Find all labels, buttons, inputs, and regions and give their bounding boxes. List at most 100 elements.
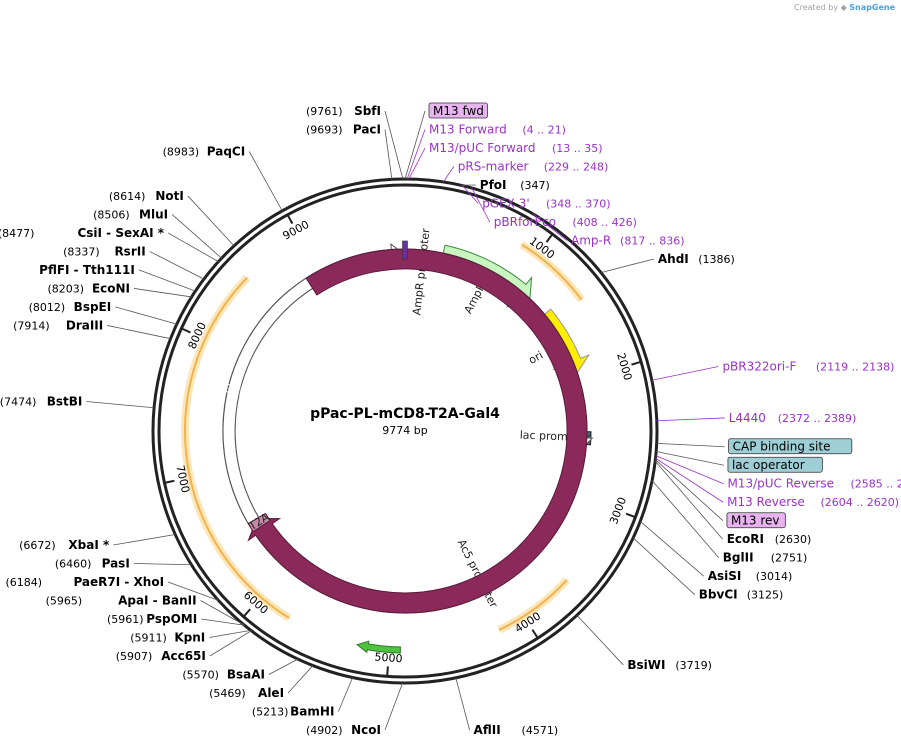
site-bglii: BglII(2751) bbox=[723, 551, 808, 565]
site-leader-prs-marker bbox=[443, 166, 455, 183]
primer-m13-forward: M13 Forward(4 .. 21) bbox=[429, 123, 566, 137]
site-leader-ecori bbox=[654, 460, 724, 540]
site-leader-rsrii bbox=[149, 251, 205, 280]
box-m13-rev: M13 rev bbox=[726, 512, 786, 529]
plasmid-name: pPac-PL-mCD8-T2A-Gal4 bbox=[310, 406, 500, 422]
box-bg bbox=[428, 102, 488, 119]
site-leader-draiii bbox=[107, 325, 171, 340]
site-bsiwi: BsiWI (3719) bbox=[627, 658, 712, 672]
site-paci: PacI(9693) bbox=[306, 123, 381, 137]
site-leader-bsiwi bbox=[576, 614, 624, 666]
site-leader-csii-sexai bbox=[167, 232, 219, 262]
site-name: AflII bbox=[474, 723, 501, 737]
tick-label-6000: 6000 bbox=[241, 589, 271, 617]
site-name: BstBI bbox=[47, 395, 83, 409]
site-leader-pflfi-tth111i bbox=[138, 269, 196, 292]
site-alei: AleI(5469) bbox=[209, 686, 284, 700]
site-name: EcoRI bbox=[727, 532, 764, 546]
site-name: AhdI bbox=[658, 252, 689, 266]
feature-ampr-promoter-label: AmpR promoter bbox=[410, 227, 432, 316]
site-coord: (8337) bbox=[63, 245, 100, 258]
site-bamhi: BamHI(5213) bbox=[252, 705, 335, 719]
site-name: PspOMI bbox=[146, 612, 197, 626]
site-coord: (347) bbox=[520, 179, 550, 192]
tick-mark-5000 bbox=[386, 666, 389, 677]
tick-mark-4000 bbox=[531, 629, 539, 639]
site-leader-amp-r bbox=[532, 213, 568, 241]
tick-label-9000: 9000 bbox=[281, 218, 312, 243]
site-name: BglII bbox=[723, 551, 754, 565]
primer-name: Amp-R bbox=[571, 234, 611, 248]
site-coord: (7474) bbox=[0, 396, 36, 409]
site-apai-banii: ApaI - BanII(5965) bbox=[46, 594, 197, 608]
site-leader-pgex-3 bbox=[462, 185, 479, 204]
site-name: XbaI * bbox=[68, 538, 110, 552]
primer-m13-puc-forward: M13/pUC Forward(13 .. 35) bbox=[429, 141, 603, 155]
primer-arcs-layer bbox=[181, 241, 585, 634]
tick-mark-6000 bbox=[242, 608, 251, 618]
site-coord: (9761) bbox=[306, 105, 343, 118]
site-coord: (6184) bbox=[5, 576, 42, 589]
site-coord: (4571) bbox=[522, 724, 559, 737]
credit: Created by ◆ SnapGene bbox=[794, 3, 895, 12]
site-leader-lac-operator bbox=[656, 451, 725, 466]
primer-name: pBR322ori-F bbox=[722, 360, 796, 374]
primer-name: pBRforEco bbox=[494, 215, 556, 229]
site-ncoi: NcoI(4902) bbox=[306, 723, 381, 737]
site-coord: (8983) bbox=[163, 145, 200, 158]
site-leader-ncoi bbox=[384, 682, 403, 731]
site-leader-pspomi bbox=[201, 618, 245, 626]
site-name: KpnI bbox=[174, 631, 205, 645]
site-coord: (3014) bbox=[756, 570, 793, 583]
site-bsaai: BsaAI(5570) bbox=[182, 668, 265, 682]
site-bbvci: BbvCI(3125) bbox=[699, 588, 784, 602]
primer-arc-0 bbox=[521, 243, 583, 301]
site-kpni: KpnI (5911) bbox=[130, 631, 205, 645]
site-leader-pbr322ori-f bbox=[651, 366, 719, 381]
site-coord: (8614) bbox=[109, 190, 146, 203]
tick-label-7000: 7000 bbox=[173, 464, 192, 494]
site-coord: (5911) bbox=[130, 632, 167, 645]
site-leader-ahdi bbox=[600, 258, 654, 273]
site-name: ApaI - BanII bbox=[118, 594, 197, 608]
site-name: MluI bbox=[139, 207, 168, 221]
box-lac-operator: lac operator bbox=[727, 456, 823, 473]
site-name: Acc65I bbox=[161, 649, 206, 663]
site-coord: (3125) bbox=[747, 589, 784, 602]
site-pflfi-tth111i: PflFI - Tth111I(8246) bbox=[39, 263, 135, 277]
sites-layer: SbfI(9761)PacI(9693)PaqCI(8983)NotI(8614… bbox=[0, 102, 901, 737]
site-ecori: EcoRI(2630) bbox=[727, 532, 812, 546]
site-leader-alei bbox=[287, 665, 314, 694]
site-leader-m13-puc-reverse bbox=[655, 455, 724, 485]
primer-pbrforeco: pBRforEco(408 .. 426) bbox=[494, 215, 637, 229]
site-name: SbfI bbox=[354, 104, 381, 118]
site-bstbi: BstBI (7474) bbox=[0, 395, 82, 409]
site-leader-mlui bbox=[171, 214, 222, 259]
site-pspomi: PspOMI(5961) bbox=[107, 612, 197, 626]
site-leader-bamhi bbox=[338, 677, 353, 712]
site-coord: (7914) bbox=[13, 319, 50, 332]
site-coord: (3719) bbox=[675, 659, 712, 672]
credit-brand: SnapGene bbox=[849, 3, 895, 12]
plasmid-length: 9774 bp bbox=[382, 424, 427, 437]
site-name: BamHI bbox=[290, 705, 334, 719]
primer-name: pGEX 3' bbox=[482, 197, 529, 211]
site-name: BsaAI bbox=[227, 668, 265, 682]
site-leader-asisi bbox=[639, 521, 704, 577]
primer-name: pRS-marker bbox=[458, 160, 529, 174]
tick-mark-3000 bbox=[625, 512, 636, 519]
primer-arc-2 bbox=[184, 277, 290, 619]
site-leader-econi bbox=[133, 288, 192, 298]
site-name: PaqCI bbox=[207, 144, 245, 158]
site-coord: (8203) bbox=[47, 282, 84, 295]
site-leader-bsaai bbox=[268, 658, 299, 675]
site-name: DraIII bbox=[66, 318, 103, 332]
site-leader-aflii bbox=[455, 677, 470, 731]
site-leader-m13-forward bbox=[406, 129, 426, 180]
site-name: BspEI bbox=[74, 300, 112, 314]
site-name: BsiWI bbox=[627, 658, 665, 672]
site-leader-bstbi bbox=[86, 401, 155, 409]
site-coord: (8012) bbox=[29, 301, 66, 314]
